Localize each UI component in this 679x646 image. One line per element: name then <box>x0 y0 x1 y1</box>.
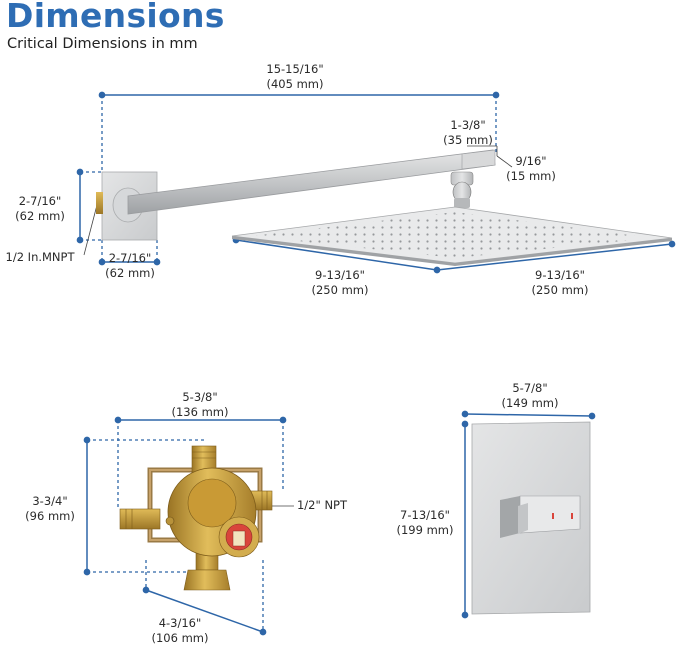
valve-thread-text: 1/2" NPT <box>296 498 348 512</box>
arm-height-imperial: 9/16" <box>515 154 547 168</box>
valve-thread-label: 1/2" NPT <box>297 498 347 513</box>
valve-assembly <box>83 416 294 636</box>
valve-depth-label: 4-3/16" (106 mm) <box>152 616 209 646</box>
left-port <box>119 508 161 530</box>
arm-height-metric: (15 mm) <box>506 169 556 183</box>
valve-depth-imperial: 4-3/16" <box>158 616 202 630</box>
trim-dimension-lines <box>461 410 596 619</box>
thread-label: 1/2 In.MNPT <box>6 250 75 265</box>
flange-height-metric: (62 mm) <box>15 209 65 223</box>
trim-height-metric: (199 mm) <box>396 523 454 537</box>
head-left-imperial: 9-13/16" <box>315 268 365 282</box>
mnpt-thread <box>96 192 103 214</box>
flange-width-metric: (62 mm) <box>105 266 155 280</box>
head-left-metric: (250 mm) <box>311 283 369 297</box>
head-right-metric: (250 mm) <box>531 283 589 297</box>
flange-height-label: 2-7/16" (62 mm) <box>15 194 65 224</box>
page-title: Dimensions <box>6 0 225 35</box>
trim-height-label: 7-13/16" (199 mm) <box>397 508 454 538</box>
pointer-lines <box>83 145 513 256</box>
arm-width-metric: (35 mm) <box>443 133 493 147</box>
trim-height-imperial: 7-13/16" <box>400 508 450 522</box>
trim-plate-assembly <box>461 410 596 619</box>
valve-depth-metric: (106 mm) <box>151 631 209 645</box>
valve-height-imperial: 3-3/4" <box>32 494 68 508</box>
valve-width-metric: (136 mm) <box>171 405 229 419</box>
valve-width-imperial: 5-3/8" <box>182 390 218 404</box>
flange-height-imperial: 2-7/16" <box>18 194 62 208</box>
head-right-label: 9-13/16" (250 mm) <box>532 268 589 298</box>
trim-width-imperial: 5-7/8" <box>512 381 548 395</box>
hot-indicator <box>571 513 573 519</box>
arm-width-label: 1-3/8" (35 mm) <box>443 118 493 148</box>
flange-width-label: 2-7/16" (62 mm) <box>105 251 155 281</box>
dimension-lines <box>76 91 676 274</box>
valve-width-label: 5-3/8" (136 mm) <box>172 390 229 420</box>
dimension-guides <box>80 95 497 262</box>
thread-text: 1/2 In.MNPT <box>5 250 75 264</box>
page-subtitle: Critical Dimensions in mm <box>7 36 198 52</box>
head-right-imperial: 9-13/16" <box>535 268 585 282</box>
trim-width-label: 5-7/8" (149 mm) <box>502 381 559 411</box>
arm-length-imperial: 15-15/16" <box>266 62 324 76</box>
trim-width-metric: (149 mm) <box>501 396 559 410</box>
shower-arm <box>127 149 496 215</box>
shower-head-assembly <box>76 91 676 274</box>
lever-handle <box>500 496 520 538</box>
hot-indicator <box>552 513 554 519</box>
arm-end-block <box>461 149 496 170</box>
head-left-label: 9-13/16" (250 mm) <box>312 268 369 298</box>
arm-height-label: 9/16" (15 mm) <box>506 154 556 184</box>
valve-height-label: 3-3/4" (96 mm) <box>25 494 75 524</box>
valve-dimension-lines <box>83 416 287 636</box>
valve-height-metric: (96 mm) <box>25 509 75 523</box>
arm-length-label: 15-15/16" (405 mm) <box>266 62 323 92</box>
arm-width-imperial: 1-3/8" <box>450 118 486 132</box>
valve-guides <box>87 420 284 632</box>
flange-width-imperial: 2-7/16" <box>108 251 152 265</box>
arm-length-metric: (405 mm) <box>266 77 324 91</box>
